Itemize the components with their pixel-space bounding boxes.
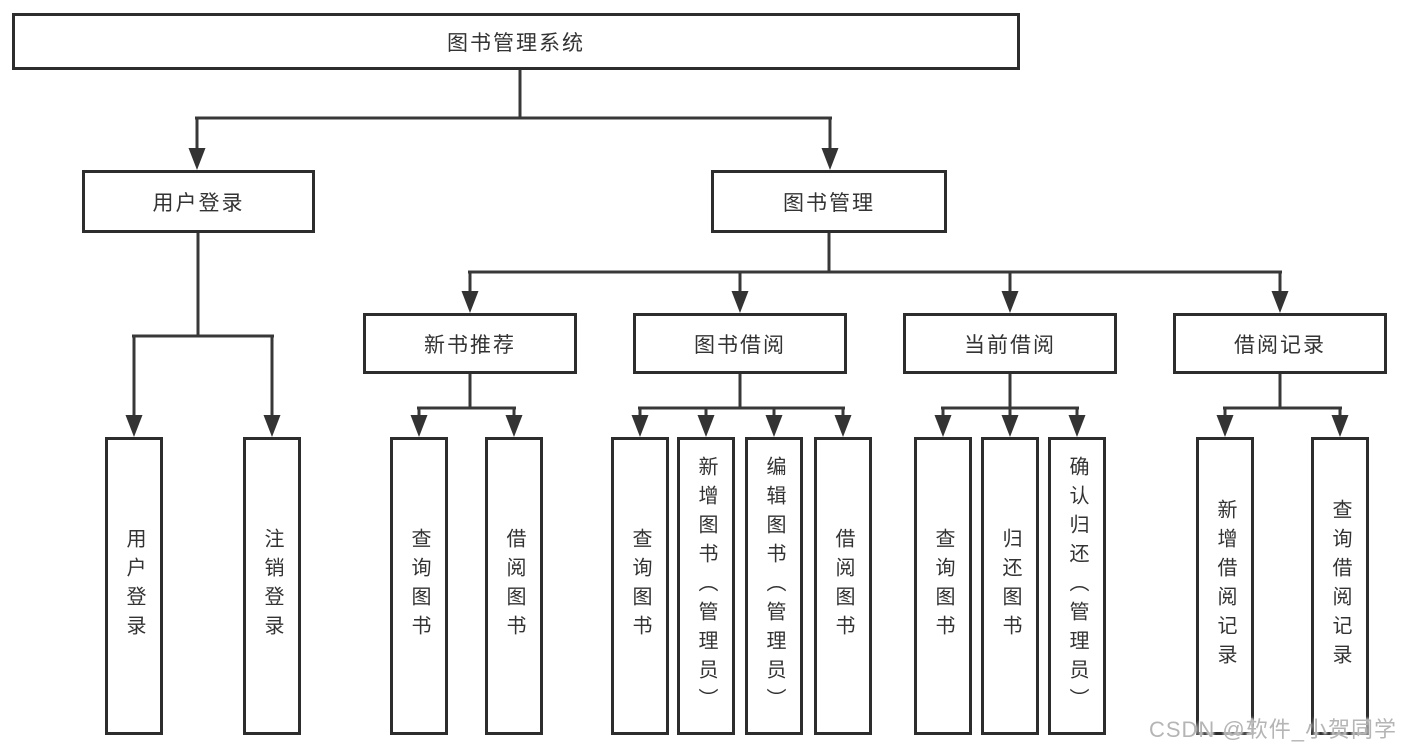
node-book-management: 图书管理 [711, 170, 947, 233]
node-current-borrow-label: 当前借阅 [964, 333, 1056, 357]
leaf-bb-edit-book-admin: 编辑图书（管理员） [745, 437, 803, 735]
node-book-management-label: 图书管理 [783, 191, 875, 215]
leaf-logout: 注销登录 [243, 437, 301, 735]
leaf-bb-edit-book-admin-label: 编辑图书（管理员） [763, 455, 785, 717]
arrow-down-icon [821, 148, 839, 170]
node-book-borrow-label: 图书借阅 [694, 333, 786, 357]
leaf-cb-confirm-return-admin-label: 确认归还（管理员） [1066, 455, 1088, 717]
connector-book-management-to-level3 [461, 233, 1289, 313]
leaf-nb-query-book: 查询图书 [390, 437, 448, 735]
leaf-bb-add-book-admin: 新增图书（管理员） [677, 437, 735, 735]
leaf-logout-label: 注销登录 [261, 528, 283, 644]
watermark: CSDN @软件_小贺同学 [1148, 717, 1397, 742]
node-user-login-label: 用户登录 [152, 191, 245, 215]
leaf-br-query-record-label: 查询借阅记录 [1329, 499, 1351, 673]
connector-current-borrow-to-leaves [934, 374, 1086, 437]
node-user-login: 用户登录 [82, 170, 315, 233]
node-new-book-recommend: 新书推荐 [363, 313, 577, 374]
node-book-borrow: 图书借阅 [633, 313, 847, 374]
node-new-book-recommend-label: 新书推荐 [424, 333, 516, 357]
leaf-br-add-record-label: 新增借阅记录 [1214, 499, 1236, 673]
connector-borrow-records-to-leaves [1216, 374, 1349, 437]
leaf-cb-query-book-label: 查询图书 [932, 528, 954, 644]
arrow-down-icon [834, 415, 852, 437]
arrow-down-icon [1271, 291, 1289, 313]
arrow-down-icon [263, 415, 281, 437]
leaf-br-add-record: 新增借阅记录 [1196, 437, 1254, 735]
arrow-down-icon [1068, 415, 1086, 437]
arrow-down-icon [188, 148, 206, 170]
arrow-down-icon [631, 415, 649, 437]
leaf-cb-query-book: 查询图书 [914, 437, 972, 735]
arrow-down-icon [410, 415, 428, 437]
arrow-down-icon [697, 415, 715, 437]
leaf-user-login-label: 用户登录 [123, 528, 145, 644]
node-borrow-records-label: 借阅记录 [1234, 333, 1326, 357]
leaf-cb-return-book: 归还图书 [981, 437, 1039, 735]
node-root-label: 图书管理系统 [447, 31, 585, 55]
connector-root-to-level2 [188, 70, 839, 170]
arrow-down-icon [505, 415, 523, 437]
leaf-nb-borrow-book: 借阅图书 [485, 437, 543, 735]
connector-book-borrow-to-leaves [631, 374, 852, 437]
leaf-bb-query-book-label: 查询图书 [629, 528, 651, 644]
leaf-bb-borrow-book: 借阅图书 [814, 437, 872, 735]
node-current-borrow: 当前借阅 [903, 313, 1117, 374]
node-borrow-records: 借阅记录 [1173, 313, 1387, 374]
arrow-down-icon [1001, 291, 1019, 313]
leaf-nb-query-book-label: 查询图书 [408, 528, 430, 644]
leaf-cb-return-book-label: 归还图书 [999, 528, 1021, 644]
arrow-down-icon [765, 415, 783, 437]
leaf-cb-confirm-return-admin: 确认归还（管理员） [1048, 437, 1106, 735]
leaf-br-query-record: 查询借阅记录 [1311, 437, 1369, 735]
arrow-down-icon [1216, 415, 1234, 437]
arrow-down-icon [461, 291, 479, 313]
leaf-nb-borrow-book-label: 借阅图书 [503, 528, 525, 644]
arrow-down-icon [125, 415, 143, 437]
arrow-down-icon [1331, 415, 1349, 437]
node-root: 图书管理系统 [12, 13, 1020, 70]
leaf-bb-borrow-book-label: 借阅图书 [832, 528, 854, 644]
arrow-down-icon [731, 291, 749, 313]
connector-new-book-recommend-to-leaves [410, 374, 523, 437]
arrow-down-icon [1001, 415, 1019, 437]
leaf-bb-query-book: 查询图书 [611, 437, 669, 735]
arrow-down-icon [934, 415, 952, 437]
connector-user-login-to-leaves [125, 233, 281, 437]
leaf-user-login: 用户登录 [105, 437, 163, 735]
leaf-bb-add-book-admin-label: 新增图书（管理员） [695, 455, 717, 717]
